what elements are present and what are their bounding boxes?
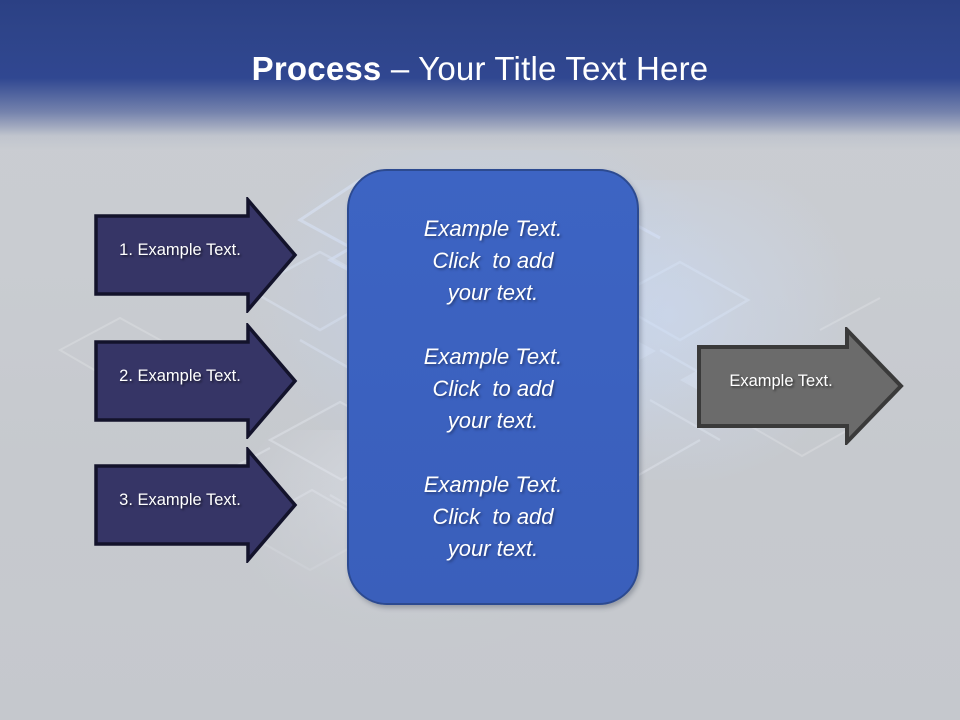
page-title-rest: – Your Title Text Here bbox=[381, 50, 709, 87]
center-text-block-3: Example Text. Click to add your text. bbox=[349, 469, 637, 565]
center-text-block-3-line1: Example Text. bbox=[423, 472, 563, 497]
page-title: Process – Your Title Text Here bbox=[0, 49, 960, 89]
process-output-arrow-label: Example Text. bbox=[729, 372, 833, 390]
process-step-arrow-1[interactable]: 1. Example Text. bbox=[93, 197, 298, 313]
center-text-block-1-line2: Click to add bbox=[432, 248, 554, 273]
process-output-arrow[interactable]: Example Text. bbox=[696, 327, 904, 445]
center-text-block-1-line1: Example Text. bbox=[423, 216, 563, 241]
process-step-arrow-2-label: 2. Example Text. bbox=[119, 367, 241, 385]
center-text-block-1-line3: your text. bbox=[447, 280, 539, 305]
process-step-arrow-2[interactable]: 2. Example Text. bbox=[93, 323, 298, 439]
center-text-block-2-line2: Click to add bbox=[432, 376, 554, 401]
center-text-block-2-line1: Example Text. bbox=[423, 344, 563, 369]
process-step-arrow-3-label: 3. Example Text. bbox=[119, 491, 241, 509]
process-step-arrow-1-label: 1. Example Text. bbox=[119, 241, 241, 259]
page-title-bold: Process bbox=[251, 50, 382, 87]
center-text-block-3-line3: your text. bbox=[447, 536, 539, 561]
center-text-block-2: Example Text. Click to add your text. bbox=[349, 341, 637, 437]
center-text-block-2-line3: your text. bbox=[447, 408, 539, 433]
header-band bbox=[0, 0, 960, 150]
process-center-box[interactable]: Example Text. Click to add your text. Ex… bbox=[347, 169, 639, 605]
center-text-block-3-line2: Click to add bbox=[432, 504, 554, 529]
process-step-arrow-3[interactable]: 3. Example Text. bbox=[93, 447, 298, 563]
center-text-block-1: Example Text. Click to add your text. bbox=[349, 213, 637, 309]
